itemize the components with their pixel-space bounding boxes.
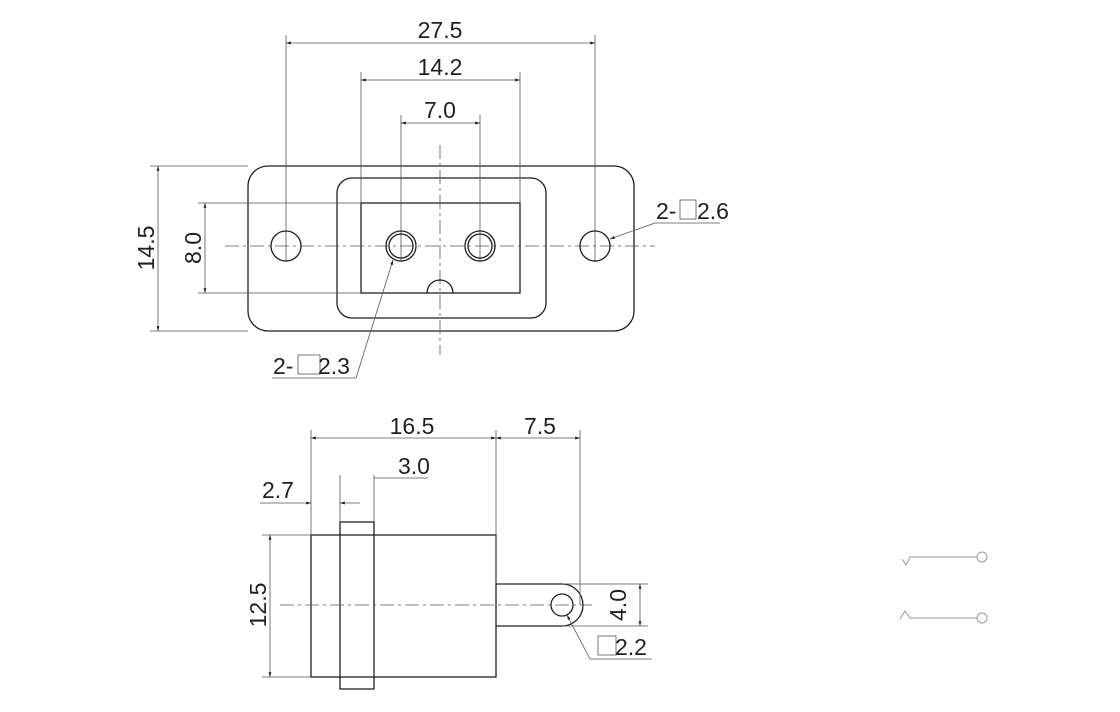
dim-tab-length: 7.5 — [524, 413, 556, 439]
top-view: 27.5 14.2 7.0 14.5 8.0 2- 2.6 2- 2.3 — [133, 17, 729, 379]
mount-hole-right — [579, 230, 611, 262]
socket-cavity — [360, 202, 521, 294]
dim-inner-height: 8.0 — [180, 232, 206, 264]
dim-overall-height: 14.5 — [133, 226, 159, 271]
mount-hole-callout: 2- 2.6 — [609, 198, 729, 240]
dim-pin-pitch: 7.0 — [424, 97, 456, 123]
switch-symbols — [899, 551, 988, 624]
tab-hole-callout: 2.2 — [566, 614, 652, 660]
dim-overall-width: 27.5 — [418, 17, 463, 43]
side-view: 16.5 7.5 2.7 3.0 12.5 4.0 2.2 — [245, 413, 652, 690]
dim-front: 2.7 — [262, 477, 294, 503]
dim-tab-height: 4.0 — [605, 589, 631, 621]
svg-text:2.3: 2.3 — [318, 353, 350, 379]
pin-right — [464, 230, 496, 262]
pin-left — [385, 230, 417, 262]
socket-frame-outline — [336, 177, 547, 319]
dim-body-height: 12.5 — [245, 583, 271, 628]
pin-callout: 2- 2.3 — [272, 259, 394, 379]
mount-hole-left — [270, 230, 302, 262]
svg-text:2-: 2- — [656, 198, 676, 224]
svg-text:2.6: 2.6 — [697, 198, 729, 224]
polarity-notch — [426, 279, 454, 294]
svg-text:2.2: 2.2 — [615, 634, 647, 660]
body-outline — [310, 534, 497, 678]
dim-inner-width: 14.2 — [418, 54, 463, 80]
mounting-plate-outline — [247, 165, 635, 332]
dim-flange: 3.0 — [398, 453, 430, 479]
svg-text:2-: 2- — [273, 353, 293, 379]
flange-outline — [339, 521, 375, 690]
dim-body-length: 16.5 — [390, 413, 435, 439]
